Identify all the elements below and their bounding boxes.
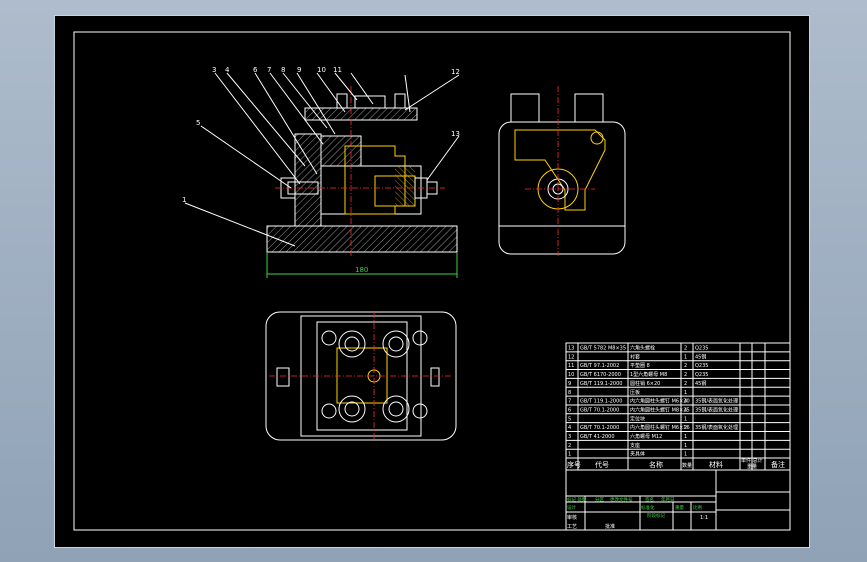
bom-cell-name: 内六角圆柱头螺钉 M8×25 xyxy=(630,406,690,413)
bom-cell-code: GB/T 41-2000 xyxy=(580,434,615,440)
balloon-1: 1 xyxy=(182,196,186,204)
bom-cell-name: 1型六角螺母 M8 xyxy=(630,371,667,378)
bom-cell-qty: 1 xyxy=(684,416,687,422)
side-view xyxy=(498,86,626,256)
bom-cell-name: 内六角圆柱头螺钉 M6×20 xyxy=(630,398,690,405)
bom-header-name: 名称 xyxy=(649,460,663,469)
tb-zone: 分区 xyxy=(595,496,604,503)
tb-design: 设计 xyxy=(567,504,576,511)
bom-cell-code: GB/T 97.1-2002 xyxy=(580,363,619,369)
tb-process: 工艺 xyxy=(567,524,577,530)
bom-cell-qty: 1 xyxy=(684,443,687,449)
bom-cell-name: 内六角圆柱头螺钉 M6×16 xyxy=(630,424,690,431)
bom-cell-qty: 2 xyxy=(684,425,687,431)
bom-cell-material: 45钢 xyxy=(695,380,706,387)
bom-cell-no: 1 xyxy=(568,452,571,458)
tb-change-doc: 更改文件号 xyxy=(610,496,633,503)
bom-cell-qty: 1 xyxy=(684,452,687,458)
bom-cell-name: 六角头螺栓 xyxy=(630,345,655,352)
tb-date: 年月日 xyxy=(661,496,675,503)
bom-cell-qty: 4 xyxy=(684,407,687,413)
tb-review: 审核 xyxy=(567,514,577,521)
bom-cell-no: 2 xyxy=(568,443,571,449)
balloon-11: 11 xyxy=(333,66,342,74)
drawing-canvas: 180 1 3 4 5 6 7 8 9 10 11 12 13 xyxy=(73,31,791,531)
bom-cell-material: Q235 xyxy=(695,372,708,378)
tb-standardize: 标准化 xyxy=(641,504,655,511)
bom-cell-code: GB/T 119.1-2000 xyxy=(580,399,622,405)
bom-cell-name: 衬套 xyxy=(630,353,640,360)
bom-cell-name: 夹具体 xyxy=(630,451,645,458)
bom-cell-material: 45钢 xyxy=(695,353,706,360)
bom-cell-qty: 4 xyxy=(684,399,687,405)
top-view xyxy=(265,311,457,441)
bom-header-qty: 数量 xyxy=(682,462,692,469)
bom-cell-qty: 1 xyxy=(684,434,687,440)
bom-cell-no: 7 xyxy=(568,399,571,405)
balloon-7: 7 xyxy=(267,66,271,74)
bom-header-material: 材料 xyxy=(709,460,723,469)
balloon-labels: 1 3 4 5 6 7 8 9 10 11 12 13 xyxy=(182,66,460,204)
bom-cell-no: 8 xyxy=(568,390,571,396)
bom-cell-material: Q235 xyxy=(695,363,708,369)
bom-cell-no: 6 xyxy=(568,407,571,413)
bom-cell-code: GB/T 119.1-2000 xyxy=(580,381,622,387)
bom-header-code: 代号 xyxy=(595,460,609,469)
balloon-6: 6 xyxy=(253,66,258,74)
bom-cell-material: Q235 xyxy=(695,346,708,352)
bom-cell-no: 4 xyxy=(568,425,571,431)
balloon-5: 5 xyxy=(196,119,200,127)
bom-cell-material: 35钢/表面氧化处理 xyxy=(695,398,738,405)
tb-scale-value: 1:1 xyxy=(700,515,708,521)
cad-drawing-sheet: 180 1 3 4 5 6 7 8 9 10 11 12 13 xyxy=(54,15,810,548)
bom-cell-name: 定位块 xyxy=(630,415,645,422)
balloon-4: 4 xyxy=(225,66,230,74)
tb-stage-mark: 阶段标记 xyxy=(647,512,665,519)
bom-cell-name: 支座 xyxy=(630,442,640,449)
tb-sign: 签名 xyxy=(645,496,654,503)
bom-cell-no: 13 xyxy=(568,346,574,352)
bom-cell-material: 35钢/表面氧化处理 xyxy=(695,406,738,413)
bom-cell-qty: 1 xyxy=(684,354,687,360)
bom-cell-code: GB/T 70.1-2000 xyxy=(580,407,619,413)
bom-cell-name: 平垫圈 8 xyxy=(630,362,650,369)
bom-cell-no: 10 xyxy=(568,372,574,378)
tb-weight: 重量 xyxy=(675,504,684,511)
bom-cell-material: 35钢/表面氧化处理 xyxy=(695,424,738,431)
bom-cell-name: 压板 xyxy=(630,389,640,396)
bom-cell-name: 六角螺母 M12 xyxy=(630,433,662,440)
bom-cell-no: 9 xyxy=(568,381,571,387)
front-section-view: 180 xyxy=(184,72,460,278)
bom-header-remark: 备注 xyxy=(771,460,785,469)
dimension-text: 180 xyxy=(355,266,368,274)
balloon-9: 9 xyxy=(297,66,301,74)
bom-cell-name: 圆柱销 6×20 xyxy=(630,380,660,387)
tb-scale-label: 比例 xyxy=(693,504,702,511)
bom-cell-no: 12 xyxy=(568,354,574,360)
bom-header-unit-total: 单件 总计 xyxy=(741,457,763,464)
balloon-13: 13 xyxy=(451,130,460,138)
bom-header-weight: 重量 xyxy=(747,463,757,470)
tb-mark-count: 标记 处数 xyxy=(567,496,587,503)
bom-cell-no: 11 xyxy=(568,363,574,369)
bom-cell-qty: 1 xyxy=(684,390,687,396)
bom-cell-qty: 2 xyxy=(684,346,687,352)
tb-approve: 批准 xyxy=(605,523,615,530)
inner-frame xyxy=(73,31,791,531)
bom-cell-no: 3 xyxy=(568,434,571,440)
bom-cell-qty: 2 xyxy=(684,363,687,369)
balloon-10: 10 xyxy=(317,66,326,74)
bom-cell-code: GB/T 6170-2000 xyxy=(580,372,621,378)
balloon-12: 12 xyxy=(451,68,460,76)
bom-cell-qty: 2 xyxy=(684,381,687,387)
bom-cell-code: GB/T 70.1-2000 xyxy=(580,425,619,431)
bom-cell-qty: 2 xyxy=(684,372,687,378)
balloon-8: 8 xyxy=(281,66,285,74)
bom-header-seq: 序号 xyxy=(567,460,581,469)
balloon-3: 3 xyxy=(212,66,216,74)
bom-cell-no: 5 xyxy=(568,416,571,422)
title-block: 标记 处数 分区 更改文件号 签名 年月日 设计 标准化 阶段标记 重量 比例 … xyxy=(565,469,791,531)
bom-cell-code: GB/T 5782 M8×35 xyxy=(580,346,626,352)
